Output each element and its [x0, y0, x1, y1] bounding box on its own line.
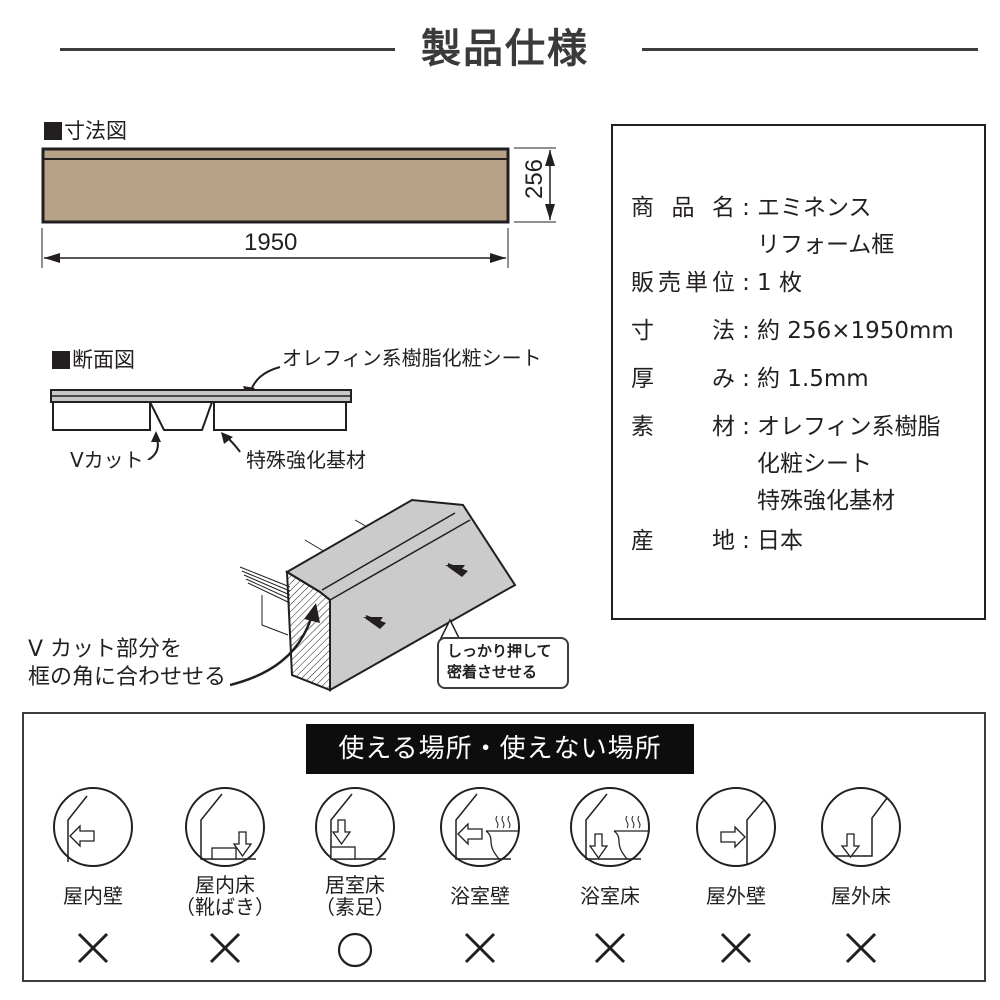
not-usable-mark: [33, 928, 153, 974]
usable-mark: [295, 928, 415, 974]
cross-section-label: 断面図: [52, 347, 135, 373]
bathroom-floor-icon: [570, 787, 650, 867]
dimension-drawing: [41, 147, 556, 268]
not-usable-mark: [165, 928, 285, 974]
spec-row-sales-unit: 販売単位:1 枚: [631, 270, 802, 296]
square-bullet-icon: [52, 351, 70, 369]
usage-item-bathroom-wall: 浴室壁: [420, 786, 540, 974]
cross-mark-icon: [209, 932, 241, 964]
living-floor-barefoot-icon: [315, 787, 395, 867]
square-bullet-icon: [44, 122, 62, 140]
usage-panel: [22, 712, 986, 982]
usage-item-outdoor-floor: 屋外床: [801, 786, 921, 974]
spec-row-product-name: 商品名:エミネンスリフォーム框: [631, 195, 895, 258]
spec-table: 商品名:エミネンスリフォーム框 販売単位:1 枚 寸法:約 256×1950mm…: [611, 124, 986, 620]
callout-reinforced-base: 特殊強化基材: [246, 448, 366, 472]
usage-item-bathroom-floor: 浴室床: [550, 786, 670, 974]
cross-section-drawing: [50, 366, 352, 460]
dimension-drawing-label: 寸法図: [44, 118, 127, 144]
spec-row-dimensions: 寸法:約 256×1950mm: [631, 318, 954, 344]
cross-mark-icon: [77, 932, 109, 964]
header-rule-right: [642, 48, 978, 51]
indoor-wall-icon: [53, 787, 133, 867]
spec-row-origin: 産地:日本: [631, 528, 803, 554]
instruction-line-1: V カット部分を: [28, 637, 183, 662]
not-usable-mark: [801, 928, 921, 974]
usage-item-outdoor-wall: 屋外壁: [676, 786, 796, 974]
usage-panel-title: 使える場所・使えない場所: [306, 724, 694, 774]
spec-row-material: 素材:オレフィン系樹脂化粧シート特殊強化基材: [631, 414, 941, 514]
width-dimension-value: 1950: [244, 229, 298, 256]
spec-row-thickness: 厚み:約 1.5mm: [631, 366, 869, 392]
outdoor-floor-icon: [821, 787, 901, 867]
usage-item-living-floor: 居室床（素足）: [295, 786, 415, 974]
callout-decorative-sheet: オレフィン系樹脂化粧シート: [282, 346, 542, 370]
header-rule-left: [60, 48, 395, 51]
callout-v-cut: Vカット: [70, 448, 144, 472]
not-usable-mark: [420, 928, 540, 974]
press-firmly-bubble: しっかり押して 密着させせる: [437, 637, 569, 689]
circle-mark-icon: [337, 932, 373, 968]
bathroom-wall-icon: [440, 787, 520, 867]
page-title: 製品仕様: [421, 26, 589, 72]
installation-illustration: [230, 498, 517, 692]
instruction-line-2: 框の角に合わせせる: [28, 665, 227, 690]
not-usable-mark: [676, 928, 796, 974]
outdoor-wall-icon: [696, 787, 776, 867]
cross-mark-icon: [464, 932, 496, 964]
cross-mark-icon: [845, 932, 877, 964]
height-dimension-value: 256: [521, 158, 548, 200]
usage-item-indoor-wall: 屋内壁: [33, 786, 153, 974]
usage-item-indoor-floor: 屋内床（靴ばき）: [165, 786, 285, 974]
not-usable-mark: [550, 928, 670, 974]
cross-mark-icon: [594, 932, 626, 964]
indoor-floor-shoes-icon: [185, 787, 265, 867]
cross-mark-icon: [720, 932, 752, 964]
